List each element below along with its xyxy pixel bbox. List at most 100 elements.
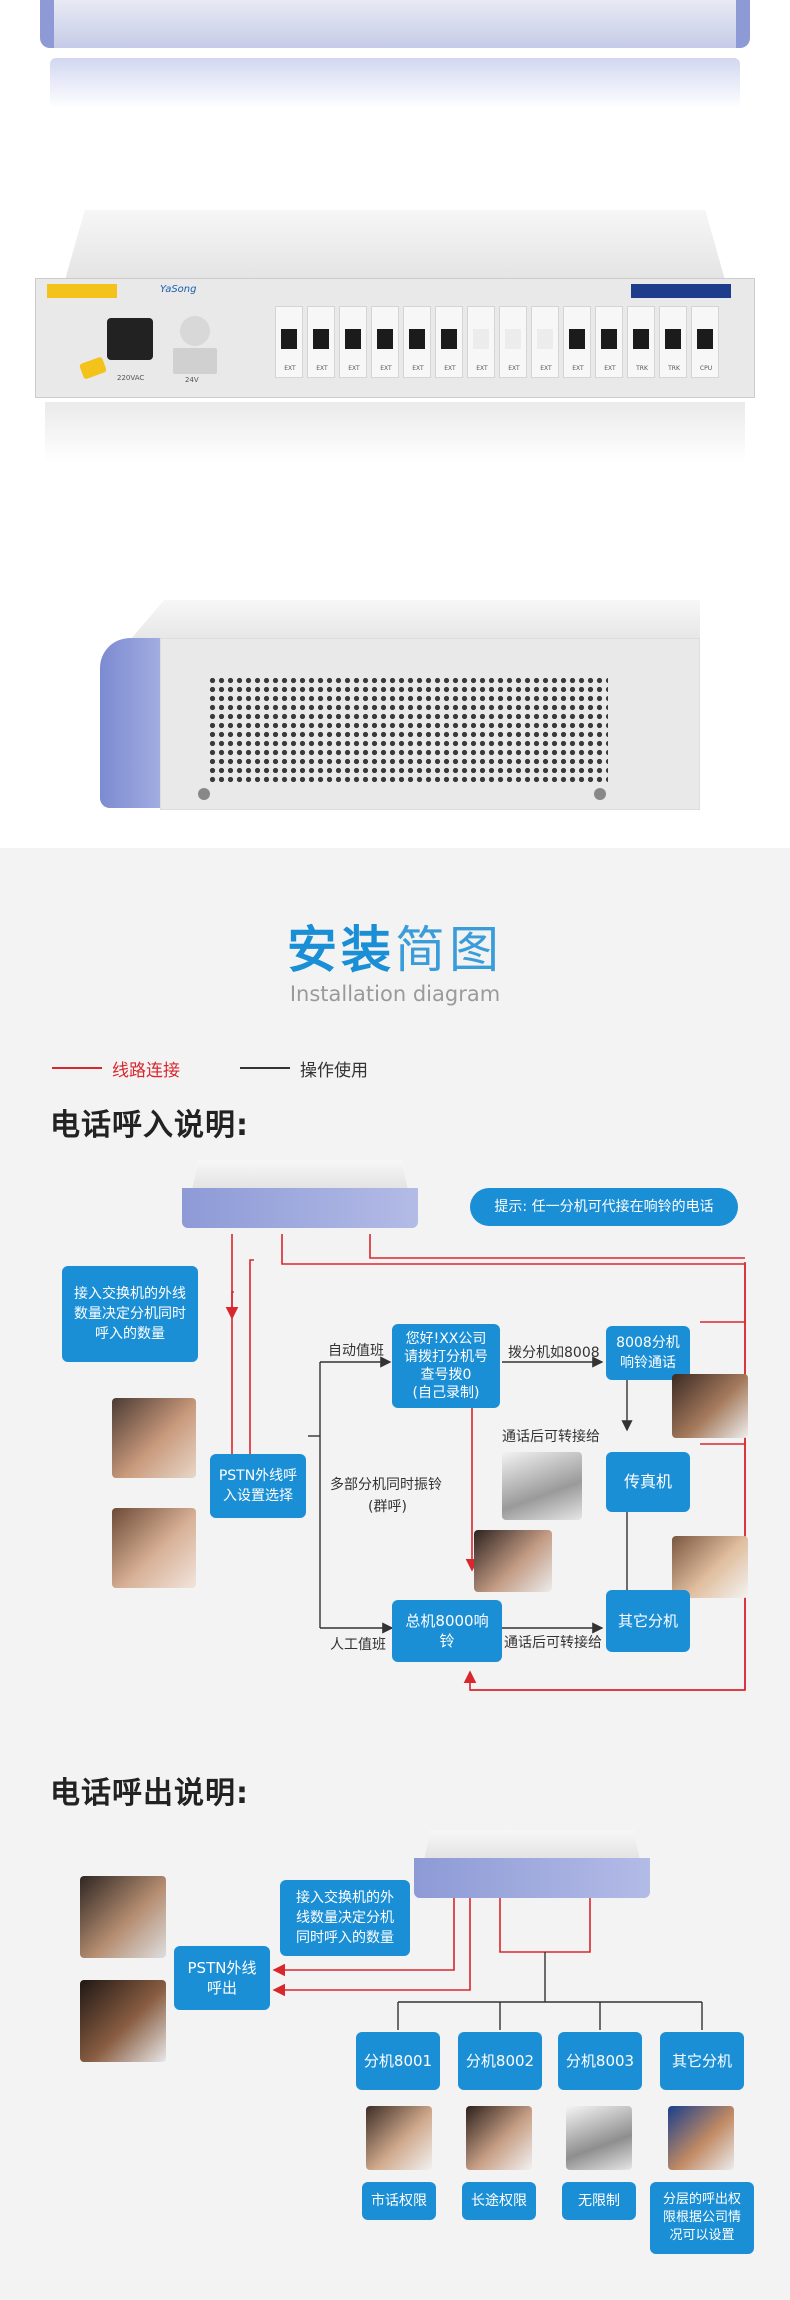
perm-tiered-line2: 限根据公司情 (662, 2210, 741, 2225)
perm-tiered-line3: 况可以设置 (669, 2228, 735, 2243)
port-slot: TRK (659, 306, 687, 378)
port-label: EXT (476, 365, 488, 372)
incoming-other-ext-box: 其它分机 (606, 1590, 690, 1652)
power-label: 220VAC (117, 374, 145, 382)
outgoing-ext-other: 其它分机 (660, 2032, 744, 2090)
incoming-fax-box: 传真机 (606, 1452, 690, 1512)
photo-man-on-phone (112, 1398, 196, 1478)
port-label: EXT (444, 365, 456, 372)
port-slot: EXT (499, 306, 527, 378)
incoming-greeting-line1: 您好!XX公司 (405, 1331, 487, 1347)
outgoing-pstn-note-line3: 同时呼入的数量 (296, 1930, 394, 1946)
incoming-pstn-note-line1: 接入交换机的外线 (74, 1286, 186, 1302)
device-side-view (100, 600, 700, 840)
port-label: TRK (668, 365, 680, 372)
outgoing-ext-8003: 分机8003 (558, 2032, 642, 2090)
device-front-view: YaSong 220VAC 24V EXT EXT EXT EXT EXT EXT EXT E… (35, 210, 755, 480)
port-slot: EXT (307, 306, 335, 378)
port-jack (377, 329, 393, 349)
incoming-main-ring-box: 总机8000响铃 (392, 1600, 502, 1662)
port-slot: EXT (435, 306, 463, 378)
outgoing-ext-8001: 分机8001 (356, 2032, 440, 2090)
incoming-pstn-select-box: PSTN外线呼 入设置选择 (210, 1454, 306, 1518)
port-slot: EXT (371, 306, 399, 378)
port-label: EXT (348, 365, 360, 372)
legend-line-label: 线路连接 (112, 1061, 180, 1081)
port-jack (537, 329, 553, 349)
port-slot: EXT (275, 306, 303, 378)
incoming-manual-duty-label: 人工值班 (330, 1637, 386, 1653)
port-jack (409, 329, 425, 349)
port-slot: EXT (467, 306, 495, 378)
port-jack (473, 329, 489, 349)
outgoing-pstn-note-line1: 接入交换机的外 (296, 1890, 394, 1906)
legend-dark-line (240, 1067, 290, 1069)
port-slot: EXT (595, 306, 623, 378)
incoming-pstn-note-box: 接入交换机的外线 数量决定分机同时 呼入的数量 (62, 1266, 198, 1362)
outgoing-heading: 电话呼出说明: (50, 1776, 249, 1811)
incoming-ext-8008-box: 8008分机 响铃通话 (606, 1326, 690, 1380)
section-title-main-a: 安装 (287, 921, 395, 979)
outgoing-pstn-note-line2: 线数量决定分机 (296, 1910, 394, 1926)
section-title: 安装简图 (0, 910, 790, 982)
port-label: EXT (540, 365, 552, 372)
section-title-main-b: 简图 (395, 921, 503, 979)
port-jack (313, 329, 329, 349)
outgoing-pstn-note-box: 接入交换机的外 线数量决定分机 同时呼入的数量 (280, 1880, 410, 1956)
port-slot: EXT (403, 306, 431, 378)
outgoing-pstn-out-line2: 呼出 (206, 1979, 237, 1997)
photo-woman-smiling (672, 1374, 748, 1438)
port-jack (665, 329, 681, 349)
port-jack (633, 329, 649, 349)
port-jack (697, 329, 713, 349)
perm-tiered-line1: 分层的呼出权 (662, 2192, 741, 2207)
vent-grid (208, 676, 608, 784)
legend-op-label: 操作使用 (300, 1061, 368, 1081)
port-label: EXT (316, 365, 328, 372)
port-label: EXT (284, 365, 296, 372)
incoming-heading: 电话呼入说明: (50, 1108, 249, 1143)
photo-ext-other (668, 2106, 734, 2170)
port-slot: EXT (563, 306, 591, 378)
port-jack (281, 329, 297, 349)
photo-fax-machine (502, 1452, 582, 1520)
outgoing-flow-lines (272, 1898, 703, 2030)
port-label: EXT (380, 365, 392, 372)
incoming-dial-ext-label: 拨分机如8008 (508, 1345, 600, 1361)
section-subtitle: Installation diagram (289, 982, 501, 1006)
incoming-pstn-select-line2: 入设置选择 (223, 1488, 293, 1504)
incoming-pstn-select-line1: PSTN外线呼 (218, 1468, 298, 1484)
incoming-multi-ring-sub: (群呼) (368, 1499, 407, 1515)
incoming-tip-box: 提示: 任一分机可代接在响铃的电话 (470, 1188, 738, 1226)
incoming-greeting-box: 您好!XX公司 请拨打分机号 查号拨0 (自己录制) (392, 1324, 500, 1408)
perm-long-distance: 长途权限 (462, 2182, 536, 2220)
port-slot: TRK (627, 306, 655, 378)
dc-label: 24V (185, 376, 199, 384)
port-label: EXT (572, 365, 584, 372)
outgoing-pstn-out-line1: PSTN外线 (187, 1959, 257, 1977)
device-top-partial (40, 0, 750, 120)
incoming-greeting-line2: 请拨打分机号 (404, 1349, 488, 1365)
port-label: EXT (412, 365, 424, 372)
photo-ext-8003-fax (566, 2106, 632, 2170)
photo-woman-headset (672, 1536, 748, 1598)
outgoing-device-icon (414, 1830, 650, 1902)
port-label: EXT (604, 365, 616, 372)
legend-red-line (52, 1067, 102, 1069)
port-slot: CPU (691, 306, 719, 378)
incoming-flow-lines (225, 1234, 746, 1691)
brand-label: YaSong (160, 284, 197, 295)
incoming-transfer-label: 通话后可转接给 (502, 1429, 600, 1445)
incoming-device-icon (182, 1160, 418, 1232)
port-jack (505, 329, 521, 349)
perm-local: 市话权限 (362, 2182, 436, 2220)
port-jack (345, 329, 361, 349)
port-jack (569, 329, 585, 349)
incoming-pstn-note-line3: 呼入的数量 (95, 1326, 165, 1342)
incoming-ext-8008-line2: 响铃通话 (620, 1355, 676, 1371)
port-label: TRK (636, 365, 648, 372)
photo-woman-office (474, 1530, 552, 1592)
port-jack (441, 329, 457, 349)
photo-woman-on-phone (112, 1508, 196, 1588)
incoming-greeting-line4: (自己录制) (412, 1385, 480, 1401)
